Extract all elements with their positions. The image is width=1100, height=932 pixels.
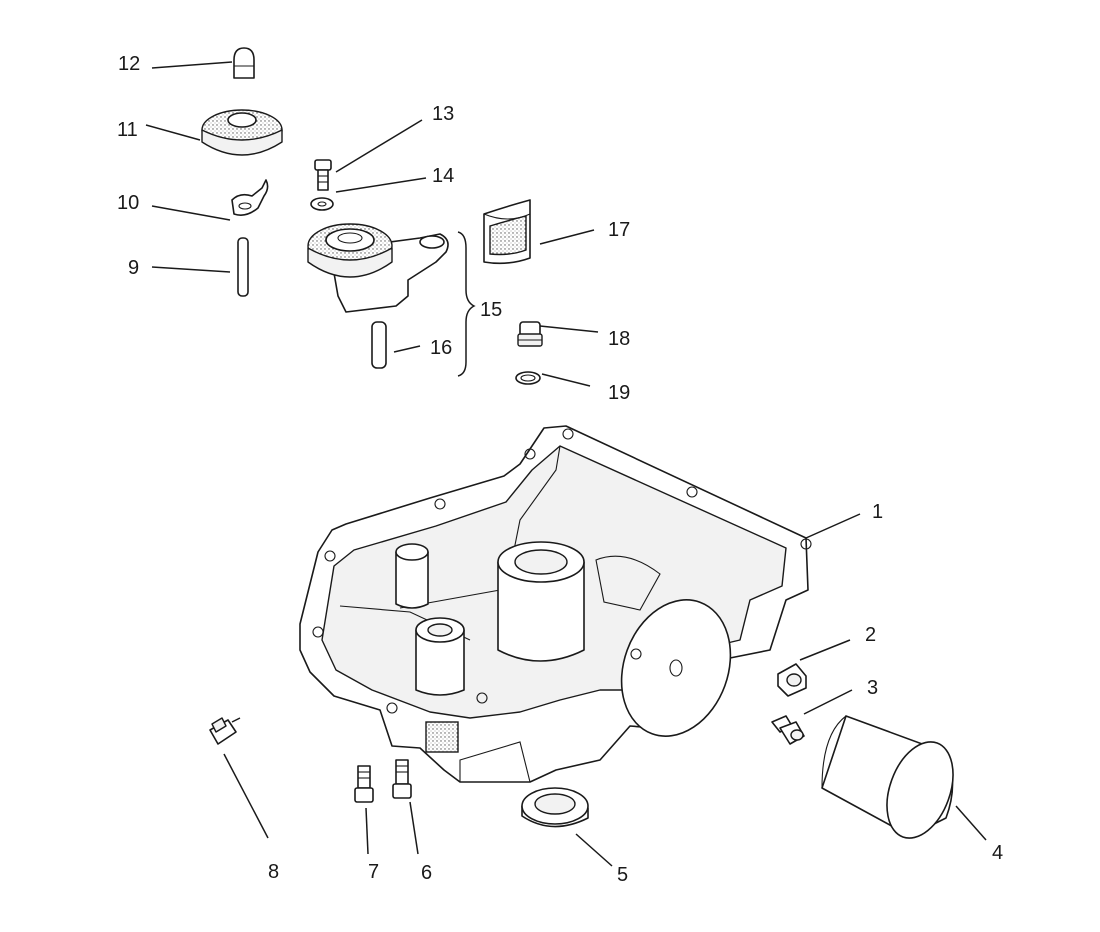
callout-9: 9 [128, 257, 139, 279]
part-1-oil-pan [299, 425, 812, 783]
bracket-15 [457, 231, 476, 377]
callout-17: 17 [608, 219, 630, 241]
leader-lines [145, 61, 987, 867]
part-13-bolt [314, 159, 332, 191]
part-15-oil-pump [307, 223, 449, 313]
part-19-o-ring [515, 371, 541, 385]
callout-13: 13 [432, 103, 454, 125]
part-3-nipple [771, 715, 805, 745]
callout-11: 11 [117, 119, 138, 141]
callout-7: 7 [368, 861, 379, 883]
callout-1: 1 [872, 501, 883, 523]
callout-18: 18 [608, 328, 630, 350]
callout-4: 4 [992, 842, 1003, 864]
part-17-oil-screen [483, 199, 531, 265]
callout-2: 2 [865, 624, 876, 646]
part-9-shaft [237, 237, 249, 297]
part-10-clip [231, 179, 269, 216]
part-8-oil-switch [209, 717, 241, 745]
part-4-oil-filter [821, 715, 954, 839]
part-12-pin [233, 47, 255, 79]
callout-8: 8 [268, 861, 279, 883]
callout-16: 16 [430, 337, 452, 359]
callout-3: 3 [867, 677, 878, 699]
callout-5: 5 [617, 864, 628, 886]
callout-10: 10 [117, 192, 139, 214]
part-6-bolt [392, 759, 412, 799]
part-14-washer [310, 197, 334, 211]
part-2-fitting [777, 663, 807, 697]
part-11-gear [201, 109, 283, 156]
callout-6: 6 [421, 862, 432, 884]
callout-14: 14 [432, 165, 454, 187]
part-7-bolt [354, 765, 374, 803]
callout-labels: 1 2 3 4 5 6 7 8 9 10 11 12 13 14 15 16 1… [117, 53, 1003, 886]
callout-19: 19 [608, 382, 630, 404]
part-16-pump-shaft [371, 321, 387, 369]
callout-15: 15 [480, 299, 502, 321]
part-5-oil-seal [521, 787, 589, 828]
callout-12: 12 [118, 53, 140, 75]
part-18-plug [517, 321, 543, 347]
